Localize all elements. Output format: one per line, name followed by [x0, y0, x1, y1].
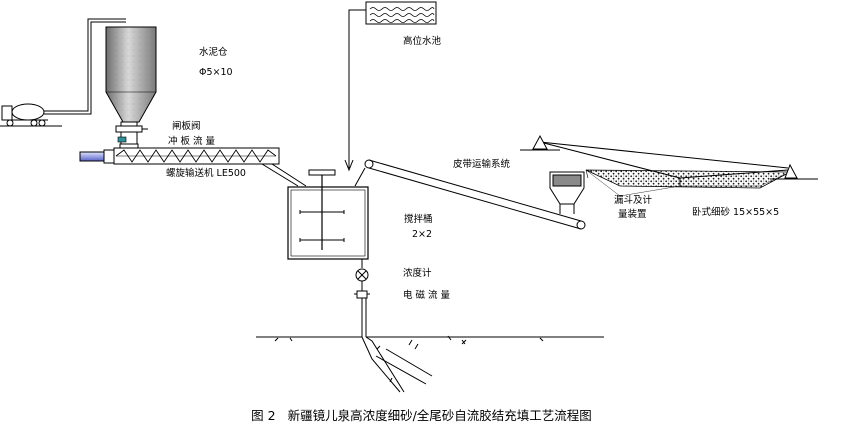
sand-pile-label: 卧式细砂 15×55×5 [692, 207, 780, 218]
pneumatic-feed-pipe [44, 18, 126, 115]
funnel-meter-label-line2: 量装置 [618, 209, 647, 220]
silo-size-label: Φ5×10 [199, 67, 233, 78]
figure-title: 新疆镜儿泉高浓度细砂/全尾砂自流胶结充填工艺流程图 [287, 408, 592, 423]
cement-silo-label: 水泥仓 [199, 47, 228, 58]
figure-number: 图 2 [251, 408, 276, 423]
mixing-tank [287, 169, 369, 260]
em-flowmeter-symbol [356, 290, 368, 299]
density-meter-label: 浓度计 [403, 268, 432, 279]
high-level-water-tank [365, 1, 437, 25]
screw-conveyor [79, 147, 280, 165]
cement-silo [105, 26, 157, 154]
tank-size-label: 2×2 [412, 229, 433, 240]
water-tank-label: 高位水池 [403, 36, 442, 47]
ground-and-borehole [256, 335, 604, 393]
figure-caption: 图 2 新疆镜儿泉高浓度细砂/全尾砂自流胶结充填工艺流程图 [0, 405, 843, 424]
impact-flowmeter-label: 冲 板 流 量 [168, 136, 216, 147]
discharge-pipeline [354, 259, 370, 337]
gate-valve-label: 闸板阀 [172, 121, 201, 132]
funnel-metering-device [549, 171, 585, 214]
cement-tanker-truck [0, 103, 62, 127]
water-supply-pipe [344, 9, 366, 172]
mixing-tank-label: 搅拌桶 [404, 214, 433, 225]
fine-sand-stockpile [520, 134, 818, 197]
funnel-meter-label-line1: 漏斗及计 [614, 195, 653, 206]
belt-conveyor [354, 159, 586, 230]
belt-conveyor-label: 皮带运输系统 [453, 159, 511, 170]
screw-conveyor-label: 螺旋输送机 LE500 [166, 168, 246, 179]
em-flowmeter-label: 电 磁 流 量 [403, 290, 451, 301]
screw-discharge-chute [261, 163, 307, 187]
